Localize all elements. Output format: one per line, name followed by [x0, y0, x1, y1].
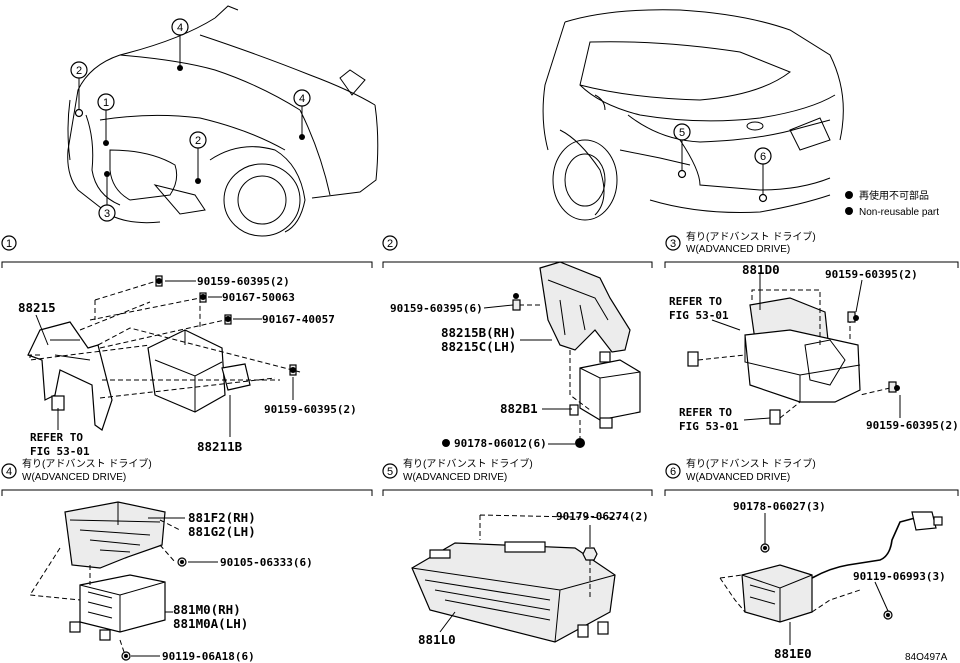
part-90159-60395-a: 90159-60395(2) — [197, 275, 290, 288]
part-90119-06A18: 90119-06A18(6) — [162, 650, 255, 663]
part-88211B: 88211B — [197, 439, 243, 454]
callout-1-label: 1 — [103, 97, 109, 109]
legend-ja: 再使用不可部品 — [859, 189, 929, 202]
bolt-icon — [512, 293, 521, 311]
part-881M0A-LH: 881M0A(LH) — [173, 616, 248, 631]
part-90159-60395-d: 90159-60395(2) — [866, 419, 959, 432]
part-881D0: 881D0 — [742, 262, 780, 277]
part-88215C-LH: 88215C(LH) — [441, 339, 516, 354]
rear-callouts: 5 6 — [673, 123, 772, 203]
bolt-icon — [155, 275, 297, 376]
nut-icon — [582, 547, 598, 561]
section-6: 6 有り(アドバンスト ドライブ) W(ADVANCED DRIVE) 9017… — [664, 457, 959, 661]
section-3: 3 有り(アドバンスト ドライブ) W(ADVANCED DRIVE) 881D… — [664, 230, 959, 433]
part-90178-06012: 90178-06012(6) — [454, 437, 547, 450]
section-4-number: 4 — [6, 466, 12, 478]
callout-5 — [673, 123, 691, 141]
part-881L0: 881L0 — [418, 632, 456, 647]
section-4-en: W(ADVANCED DRIVE) — [22, 472, 126, 483]
section-4: 4 有り(アドバンスト ドライブ) W(ADVANCED DRIVE) 881F… — [1, 457, 373, 663]
section-3-ja: 有り(アドバンスト ドライブ) — [686, 230, 816, 243]
section-2: 2 90159-60395(6) 88215B(RH) 88215C(LH) 8… — [382, 235, 653, 450]
part-90179-06274: 90179-06274(2) — [556, 510, 649, 523]
callout-4-fender-label: 4 — [299, 93, 305, 105]
section-5-number: 5 — [387, 466, 393, 478]
part-88215: 88215 — [18, 300, 56, 315]
callout-2-front — [189, 131, 207, 149]
callout-4-fender — [293, 89, 311, 107]
callout-4-hood — [171, 18, 189, 36]
section-6-en: W(ADVANCED DRIVE) — [686, 472, 790, 483]
part-90159-60395-b: 90159-60395(2) — [264, 403, 357, 416]
callout-2-left — [70, 61, 88, 79]
refer-to-3a: REFER TO — [669, 295, 722, 308]
refer-fig-1: FIG 53-01 — [30, 445, 90, 458]
part-90159-60395-6: 90159-60395(6) — [390, 302, 483, 315]
callout-6 — [754, 147, 772, 165]
section-5-ja: 有り(アドバンスト ドライブ) — [403, 457, 533, 470]
refer-fig-3a: FIG 53-01 — [669, 309, 729, 322]
nonreusable-dot-icon — [845, 207, 853, 215]
rear-car-illustration — [542, 9, 844, 221]
callout-5-label: 5 — [679, 127, 685, 139]
section-5-en: W(ADVANCED DRIVE) — [403, 472, 507, 483]
section-3-en: W(ADVANCED DRIVE) — [686, 244, 790, 255]
callout-3-label: 3 — [104, 208, 110, 220]
callout-2-left-label: 2 — [76, 65, 82, 77]
section-6-ja: 有り(アドバンスト ドライブ) — [686, 457, 816, 470]
callout-6-label: 6 — [760, 151, 766, 163]
nonreusable-dot-icon — [442, 439, 450, 447]
front-callouts: 4 2 1 4 2 3 — [70, 18, 311, 222]
section-5: 5 有り(アドバンスト ドライブ) W(ADVANCED DRIVE) 9017… — [382, 457, 653, 647]
section-1-number: 1 — [6, 238, 12, 250]
section-6-number: 6 — [670, 466, 676, 478]
callout-1 — [97, 93, 115, 111]
part-88215B-RH: 88215B(RH) — [441, 325, 516, 340]
figure-id: 84O497A — [905, 652, 948, 663]
part-881E0: 881E0 — [774, 646, 812, 661]
nonreusable-dot-icon — [845, 191, 853, 199]
part-90167-50063: 90167-50063 — [222, 291, 295, 304]
refer-to-1: REFER TO — [30, 431, 83, 444]
callout-3 — [98, 204, 116, 222]
part-90178-06027: 90178-06027(3) — [733, 500, 826, 513]
callout-2-front-label: 2 — [195, 135, 201, 147]
nonreusable-nut-icon — [575, 438, 585, 448]
part-90159-60395-c: 90159-60395(2) — [825, 268, 918, 281]
front-car-illustration — [67, 5, 379, 237]
legend-en: Non-reusable part — [859, 207, 939, 218]
part-881G2-LH: 881G2(LH) — [188, 524, 256, 539]
part-882B1: 882B1 — [500, 401, 538, 416]
section-2-number: 2 — [387, 238, 393, 250]
refer-fig-3b: FIG 53-01 — [679, 420, 739, 433]
refer-to-3b: REFER TO — [679, 406, 732, 419]
section-1: 1 88215 90159-60395(2) 90167-50063 90167… — [1, 235, 373, 458]
bolt-icon — [121, 557, 187, 661]
part-881F2-RH: 881F2(RH) — [188, 510, 256, 525]
bolt-icon — [847, 311, 900, 393]
section-4-ja: 有り(アドバンスト ドライブ) — [22, 457, 152, 470]
part-90105-06333: 90105-06333(6) — [220, 556, 313, 569]
section-3-number: 3 — [670, 238, 676, 250]
part-90119-06993: 90119-06993(3) — [853, 570, 946, 583]
part-881M0-RH: 881M0(RH) — [173, 602, 241, 617]
legend: 再使用不可部品 Non-reusable part — [845, 189, 939, 218]
callout-4-hood-label: 4 — [177, 22, 183, 34]
part-90167-40057: 90167-40057 — [262, 313, 335, 326]
